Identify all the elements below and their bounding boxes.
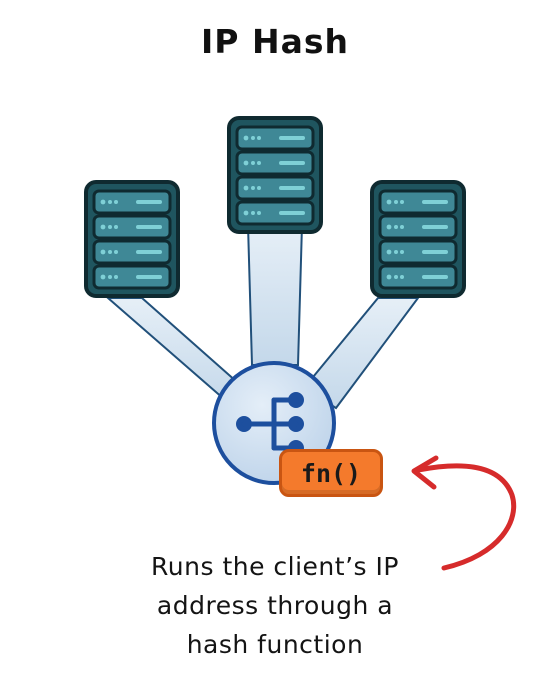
caption-line: hash function	[186, 630, 364, 659]
share-network-icon	[236, 392, 304, 456]
server-left	[84, 180, 180, 298]
diagram-title: IP Hash	[201, 22, 349, 61]
curved-arrow-icon	[411, 455, 517, 571]
caption-line: address through a	[156, 591, 394, 620]
server-icon	[84, 180, 180, 298]
hash-function-label: fn()	[300, 458, 362, 488]
server-icon	[370, 180, 466, 298]
caption-line: Runs the client’s IP	[151, 552, 399, 581]
connection-beams	[105, 224, 420, 410]
server-icon	[227, 116, 323, 234]
beam-center	[246, 224, 304, 366]
server-center	[227, 116, 323, 234]
server-right	[370, 180, 466, 298]
hash-function-badge: fn()	[279, 449, 383, 497]
caption: Runs the client’s IP address through a h…	[90, 547, 460, 664]
